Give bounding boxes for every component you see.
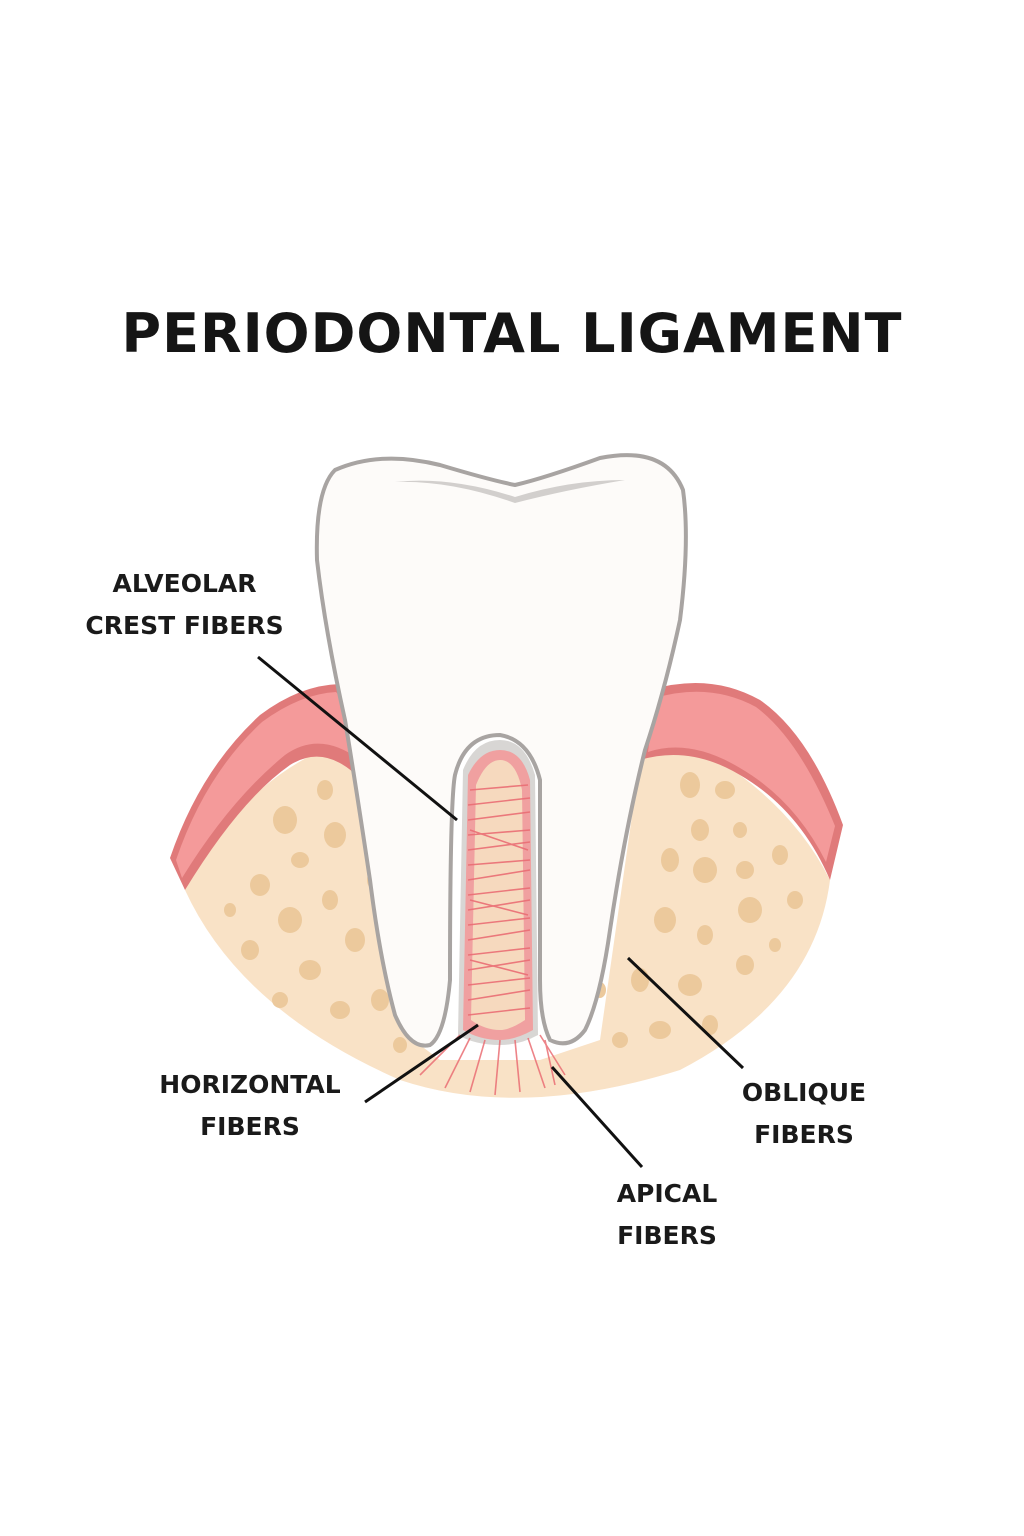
label-oblique-line1: OBLIQUE	[741, 1078, 867, 1107]
leader-lines	[257, 655, 745, 1169]
label-alveolar-line2: CREST FIBERS	[85, 611, 284, 640]
horizontal-leader	[364, 1023, 479, 1104]
periodontal-ligament	[419, 740, 566, 1096]
label-horizontal-line2: FIBERS	[200, 1112, 300, 1141]
label-horizontal-line1: HORIZONTAL	[159, 1070, 341, 1099]
apical-leader	[550, 1065, 644, 1169]
label-horizontal-fibers: HORIZONTAL FIBERS	[140, 1064, 360, 1148]
alveolar-bone	[185, 744, 830, 1098]
oblique-leader	[626, 956, 745, 1070]
label-oblique-line2: FIBERS	[754, 1120, 854, 1149]
alveolar-crest-leader	[257, 655, 458, 822]
label-oblique-fibers: OBLIQUE FIBERS	[725, 1072, 883, 1156]
gingiva-right	[640, 682, 843, 880]
label-alveolar-line1: ALVEOLAR	[112, 569, 257, 598]
page-title: PERIODONTAL LIGAMENT	[121, 302, 903, 365]
label-apical-line1: APICAL	[616, 1179, 718, 1208]
gingiva-left	[170, 684, 370, 890]
label-apical-line2: FIBERS	[617, 1221, 717, 1250]
label-apical-fibers: APICAL FIBERS	[600, 1173, 734, 1257]
tooth	[314, 453, 688, 1048]
label-alveolar-crest-fibers: ALVEOLAR CREST FIBERS	[72, 563, 297, 647]
